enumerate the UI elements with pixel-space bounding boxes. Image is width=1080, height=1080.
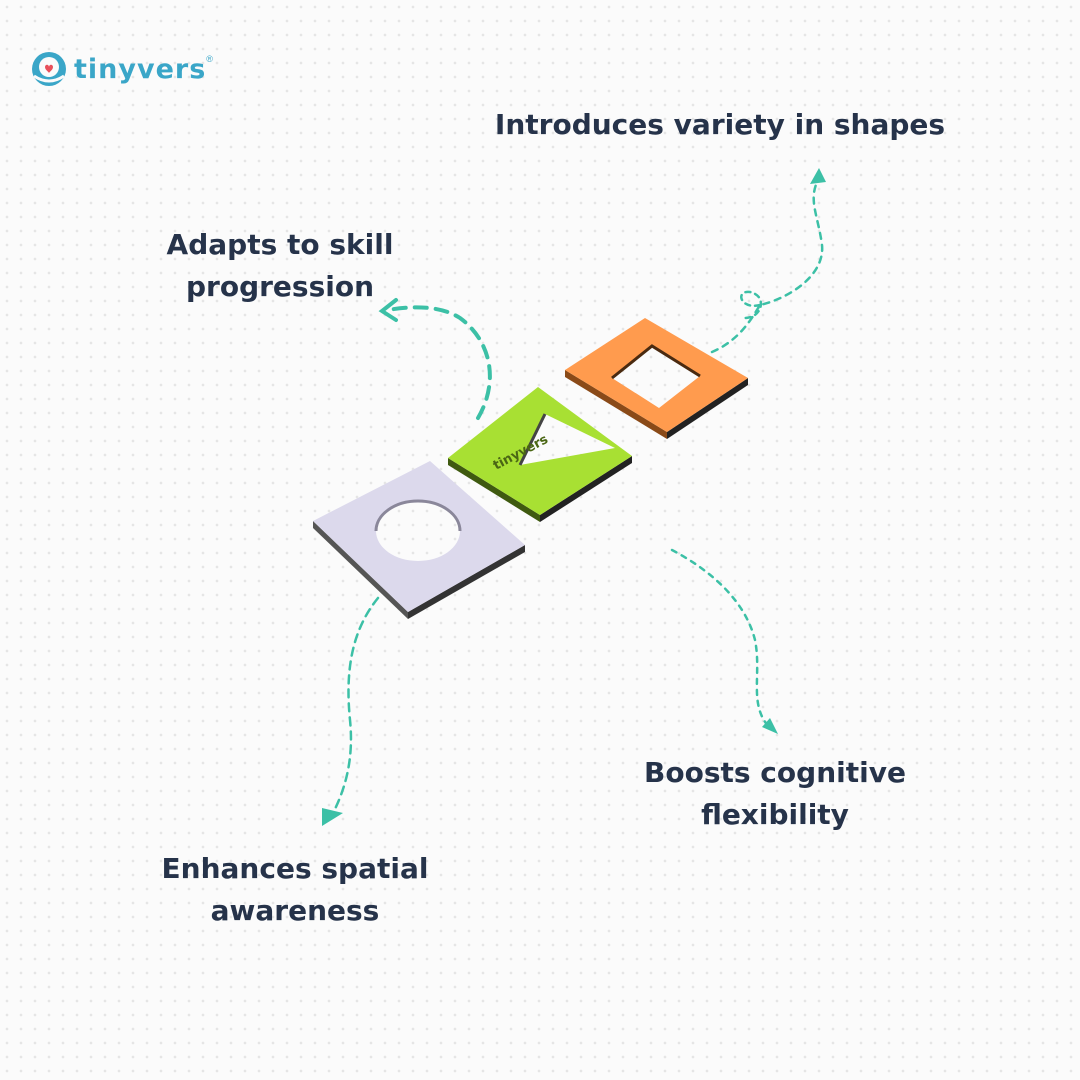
arrow-boosts: [670, 548, 772, 730]
baby-logo-icon: [32, 52, 66, 86]
arrow-variety-head: [810, 168, 826, 184]
circle-tile: [313, 461, 525, 619]
arrow-spatial-head: [322, 808, 343, 826]
arrow-adapts-head: [378, 298, 398, 322]
heart-icon: [45, 64, 53, 73]
caption-cognitive-flexibility: Boosts cognitive flexibility: [644, 756, 906, 831]
caption-adapts-to-skill: Adapts to skill progression: [166, 228, 394, 303]
arrow-variety: [710, 178, 824, 354]
caption-spatial-awareness: Enhances spatial awareness: [161, 852, 429, 927]
arrow-adapts: [386, 305, 492, 420]
brand-wordmark: tinyvers: [74, 53, 207, 85]
arrow-variety-loop: [740, 290, 763, 320]
arrow-boosts-head: [762, 718, 778, 734]
caption-variety-in-shapes: Introduces variety in shapes: [494, 108, 946, 141]
brand-logo: tinyvers ®: [30, 50, 213, 88]
square-tile: [565, 318, 748, 439]
triangle-tile: tinyvers: [448, 387, 632, 522]
registered-mark: ®: [206, 54, 213, 64]
arrow-spatial: [330, 596, 380, 817]
